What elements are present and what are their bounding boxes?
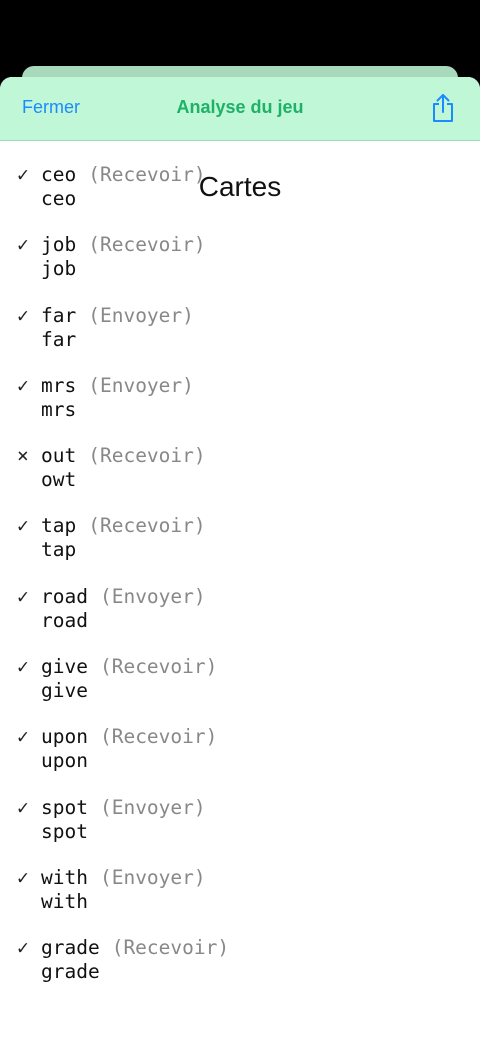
card-direction: (Envoyer) — [99, 865, 206, 889]
card-prompt-line: × out (Recevoir) — [17, 444, 467, 468]
card-item: × out (Recevoir) owt — [17, 444, 467, 514]
card-item: ✓ ceo (Recevoir) ceo — [17, 163, 467, 233]
card-item: ✓ far (Envoyer) far — [17, 304, 467, 374]
card-answer: road — [41, 608, 88, 632]
card-direction: (Recevoir) — [88, 233, 206, 257]
card-prompt-line: ✓ with (Envoyer) — [17, 866, 467, 890]
checkmark-icon: ✓ — [17, 514, 29, 538]
share-icon — [433, 94, 453, 122]
card-direction: (Recevoir) — [99, 655, 218, 679]
card-answer: give — [41, 679, 88, 703]
card-direction: (Recevoir) — [111, 936, 230, 960]
card-direction: (Envoyer) — [88, 373, 194, 397]
card-item: ✓ upon (Recevoir) upon — [17, 725, 467, 795]
card-prompt-line: ✓ ceo (Recevoir) — [17, 163, 467, 187]
card-prompt-line: ✓ road (Envoyer) — [17, 585, 467, 609]
card-answer: upon — [41, 749, 88, 773]
checkmark-icon: ✓ — [17, 865, 29, 889]
card-item: ✓ road (Envoyer) road — [17, 585, 467, 655]
checkmark-icon: ✓ — [17, 936, 29, 960]
card-item: ✓ mrs (Envoyer) mrs — [17, 374, 467, 444]
card-direction: (Envoyer) — [88, 303, 194, 327]
checkmark-icon: ✓ — [17, 373, 29, 397]
card-prompt-line: ✓ far (Envoyer) — [17, 304, 467, 328]
card-list: ✓ ceo (Recevoir) ceo ✓ job (Recevoir) job ✓ far (E… — [17, 163, 467, 1007]
page-title: Analyse du jeu — [176, 97, 304, 117]
card-prompt-line: ✓ spot (Envoyer) — [17, 796, 467, 820]
card-word: with — [41, 865, 88, 889]
card-word: spot — [41, 795, 88, 819]
card-prompt-line: ✓ grade (Recevoir) — [17, 936, 467, 960]
checkmark-icon: ✓ — [17, 725, 29, 749]
card-answer: mrs — [41, 397, 77, 421]
card-item: ✓ give (Recevoir) give — [17, 655, 467, 725]
card-item: ✓ job (Recevoir) job — [17, 233, 467, 303]
card-answer: job — [41, 257, 77, 281]
card-word: job — [41, 233, 77, 257]
checkmark-icon: ✓ — [17, 163, 29, 186]
card-word: road — [41, 584, 88, 608]
checkmark-icon: ✓ — [17, 233, 29, 257]
game-analysis-sheet: Fermer Analyse du jeu Cartes — [0, 77, 480, 1041]
incorrect-icon: × — [17, 444, 29, 468]
checkmark-icon: ✓ — [17, 303, 29, 327]
card-item: ✓ grade (Recevoir) grade — [17, 936, 467, 1006]
checkmark-icon: ✓ — [17, 795, 29, 819]
card-direction: (Recevoir) — [88, 163, 206, 186]
card-prompt-line: ✓ mrs (Envoyer) — [17, 374, 467, 398]
card-direction: (Recevoir) — [99, 725, 218, 749]
card-word: upon — [41, 725, 88, 749]
card-item: ✓ tap (Recevoir) tap — [17, 514, 467, 584]
section-title: Cartes — [198, 171, 282, 202]
card-word: grade — [41, 936, 100, 960]
card-direction: (Envoyer) — [99, 584, 206, 608]
card-item: ✓ with (Envoyer) with — [17, 866, 467, 936]
card-word: out — [41, 444, 77, 468]
card-answer: far — [41, 327, 77, 351]
share-button[interactable] — [430, 93, 456, 123]
close-button[interactable]: Fermer — [22, 97, 80, 117]
card-prompt-line: ✓ tap (Recevoir) — [17, 514, 467, 538]
card-answer: grade — [41, 960, 100, 984]
card-answer: ceo — [41, 187, 77, 210]
card-answer: tap — [41, 538, 77, 562]
checkmark-icon: ✓ — [17, 655, 29, 679]
card-direction: (Envoyer) — [99, 795, 206, 819]
card-direction: (Recevoir) — [88, 444, 206, 468]
card-word: tap — [41, 514, 77, 538]
card-word: far — [41, 303, 77, 327]
card-answer: spot — [41, 819, 88, 843]
navigation-bar: Fermer Analyse du jeu — [0, 77, 480, 141]
card-answer: owt — [41, 468, 77, 492]
card-word: give — [41, 655, 88, 679]
checkmark-icon: ✓ — [17, 584, 29, 608]
card-direction: (Recevoir) — [88, 514, 206, 538]
card-prompt-line: ✓ give (Recevoir) — [17, 655, 467, 679]
card-word: ceo — [41, 163, 77, 186]
card-prompt-line: ✓ job (Recevoir) — [17, 233, 467, 257]
card-prompt-line: ✓ upon (Recevoir) — [17, 725, 467, 749]
card-word: mrs — [41, 373, 77, 397]
card-answer: with — [41, 889, 88, 913]
card-item: ✓ spot (Envoyer) spot — [17, 796, 467, 866]
